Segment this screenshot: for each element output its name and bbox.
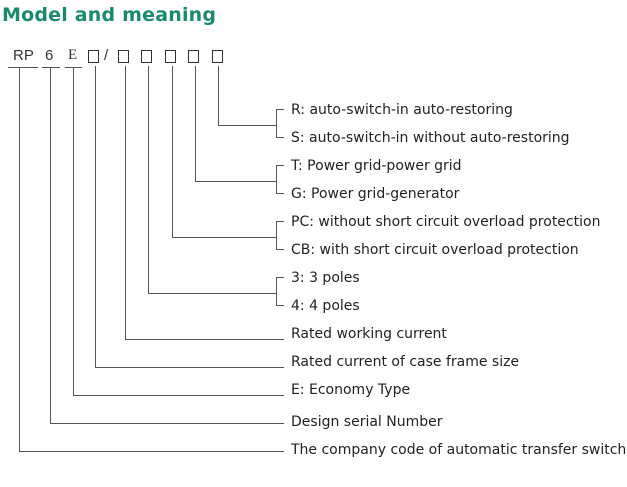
model-separator: / [104, 47, 109, 64]
bracket-power-type [276, 165, 284, 194]
connector-working-current [125, 66, 284, 340]
placeholder-box-poles [141, 50, 152, 63]
connector-switch-mode [218, 66, 277, 126]
meaning-g-grid-generator: G: Power grid-generator [291, 186, 460, 202]
meaning-pc-without-protection: PC: without short circuit overload prote… [291, 214, 601, 230]
connector-company-code [19, 68, 284, 452]
meaning-t-grid-grid: T: Power grid-power grid [291, 158, 462, 174]
placeholder-box-power-type [188, 50, 199, 63]
connector-protection [172, 66, 277, 238]
meaning-3-poles: 3: 3 poles [291, 270, 360, 286]
connector-frame-current [95, 66, 284, 368]
meaning-rated-current-frame: Rated current of case frame size [291, 354, 520, 370]
bracket-switch-mode [276, 109, 284, 138]
placeholder-box-protection [165, 50, 176, 63]
meaning-design-serial: Design serial Number [291, 414, 443, 430]
connector-power-type [195, 66, 277, 182]
meaning-economy-type: E: Economy Type [291, 382, 411, 398]
connector-design-serial [50, 68, 284, 424]
model-series: 6 [45, 47, 54, 64]
meaning-rated-working-current: Rated working current [291, 326, 447, 342]
meaning-4-poles: 4: 4 poles [291, 298, 360, 314]
placeholder-box-frame-current [88, 50, 99, 63]
page-title: Model and meaning [2, 4, 217, 26]
meaning-company-code: The company code of automatic transfer s… [291, 442, 627, 458]
connector-poles [148, 66, 277, 294]
meaning-cb-with-protection: CB: with short circuit overload protecti… [291, 242, 579, 258]
meaning-r-auto-restoring: R: auto-switch-in auto-restoring [291, 102, 513, 118]
connector-economy-type [73, 68, 284, 396]
placeholder-box-switch-mode [212, 50, 223, 63]
bracket-poles [276, 277, 284, 306]
meaning-s-without-restoring: S: auto-switch-in without auto-restoring [291, 130, 570, 146]
model-prefix: RP [13, 47, 34, 64]
placeholder-box-working-current [118, 50, 129, 63]
model-type-letter: E [68, 47, 78, 63]
bracket-protection [276, 221, 284, 250]
